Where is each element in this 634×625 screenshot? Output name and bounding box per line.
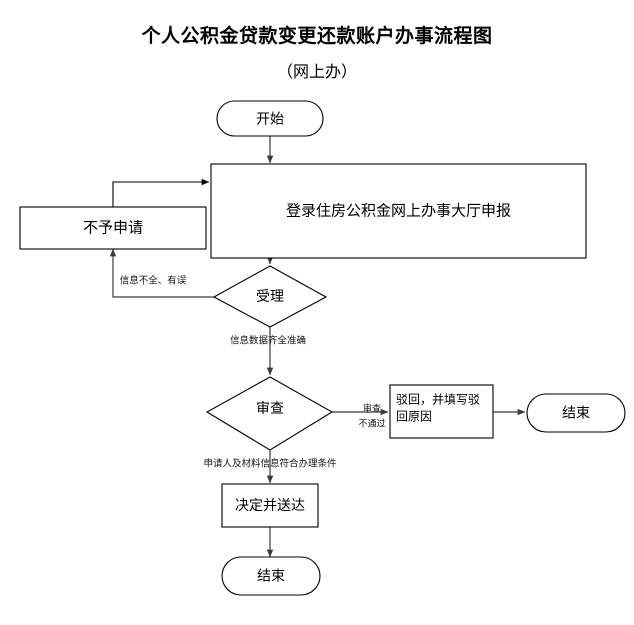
connector-reject-apply-to-apply [112, 178, 210, 207]
end-right-shape [526, 393, 626, 433]
node-end-right[interactable]: 结束 [526, 393, 626, 433]
review-shape [205, 376, 334, 451]
start-shape [216, 100, 324, 137]
node-accept-label: 受理 [256, 289, 284, 305]
accept-shape [212, 265, 328, 328]
node-review-label: 审查 [256, 401, 284, 417]
end-bottom-shape [221, 556, 321, 596]
reject-apply-shape [19, 206, 207, 250]
node-end-right-label: 结束 [562, 406, 590, 422]
title-block: 个人公积金贷款变更还款账户办事流程图 （网上办） [0, 0, 634, 82]
node-start-label: 开始 [256, 112, 284, 128]
node-apply-label: 登录住房公积金网上办事大厅申报 [286, 202, 511, 220]
node-return-reason-label-line1: 驳回，并填写驳 [396, 393, 480, 407]
apply-shape [210, 163, 587, 259]
edge-label-review-fail-line2: 不通过 [358, 418, 385, 430]
node-start[interactable]: 开始 [216, 100, 324, 137]
connector-accept-to-reject-apply [109, 248, 214, 298]
return-reason-shape [389, 384, 494, 439]
node-reject-apply-label: 不予申请 [83, 219, 143, 237]
node-end-bottom-label: 结束 [257, 569, 285, 585]
edge-label-data-complete: 信息数据齐全准确 [230, 335, 306, 347]
page-title: 个人公积金贷款变更还款账户办事流程图 [141, 25, 493, 47]
edge-label-review-fail-line1: 审查 [363, 403, 381, 415]
edge-label-conditions-met: 申请人及材料信息符合办理条件 [203, 458, 337, 470]
node-review[interactable]: 审查 [205, 376, 334, 451]
decide-shape [221, 483, 319, 528]
page-subtitle: （网上办） [276, 62, 357, 81]
edge-label-incomplete-info: 信息不全、有误 [120, 275, 187, 287]
node-end-bottom[interactable]: 结束 [221, 556, 321, 596]
node-return-reason-label-line2: 回原因 [396, 410, 432, 424]
node-return-reason[interactable]: 驳回，并填写驳 回原因 [389, 384, 494, 439]
node-decide-label: 决定并送达 [235, 498, 305, 514]
node-apply[interactable]: 登录住房公积金网上办事大厅申报 [210, 163, 587, 259]
node-decide[interactable]: 决定并送达 [221, 483, 319, 528]
node-accept[interactable]: 受理 [212, 265, 328, 328]
node-reject-apply[interactable]: 不予申请 [19, 206, 207, 250]
